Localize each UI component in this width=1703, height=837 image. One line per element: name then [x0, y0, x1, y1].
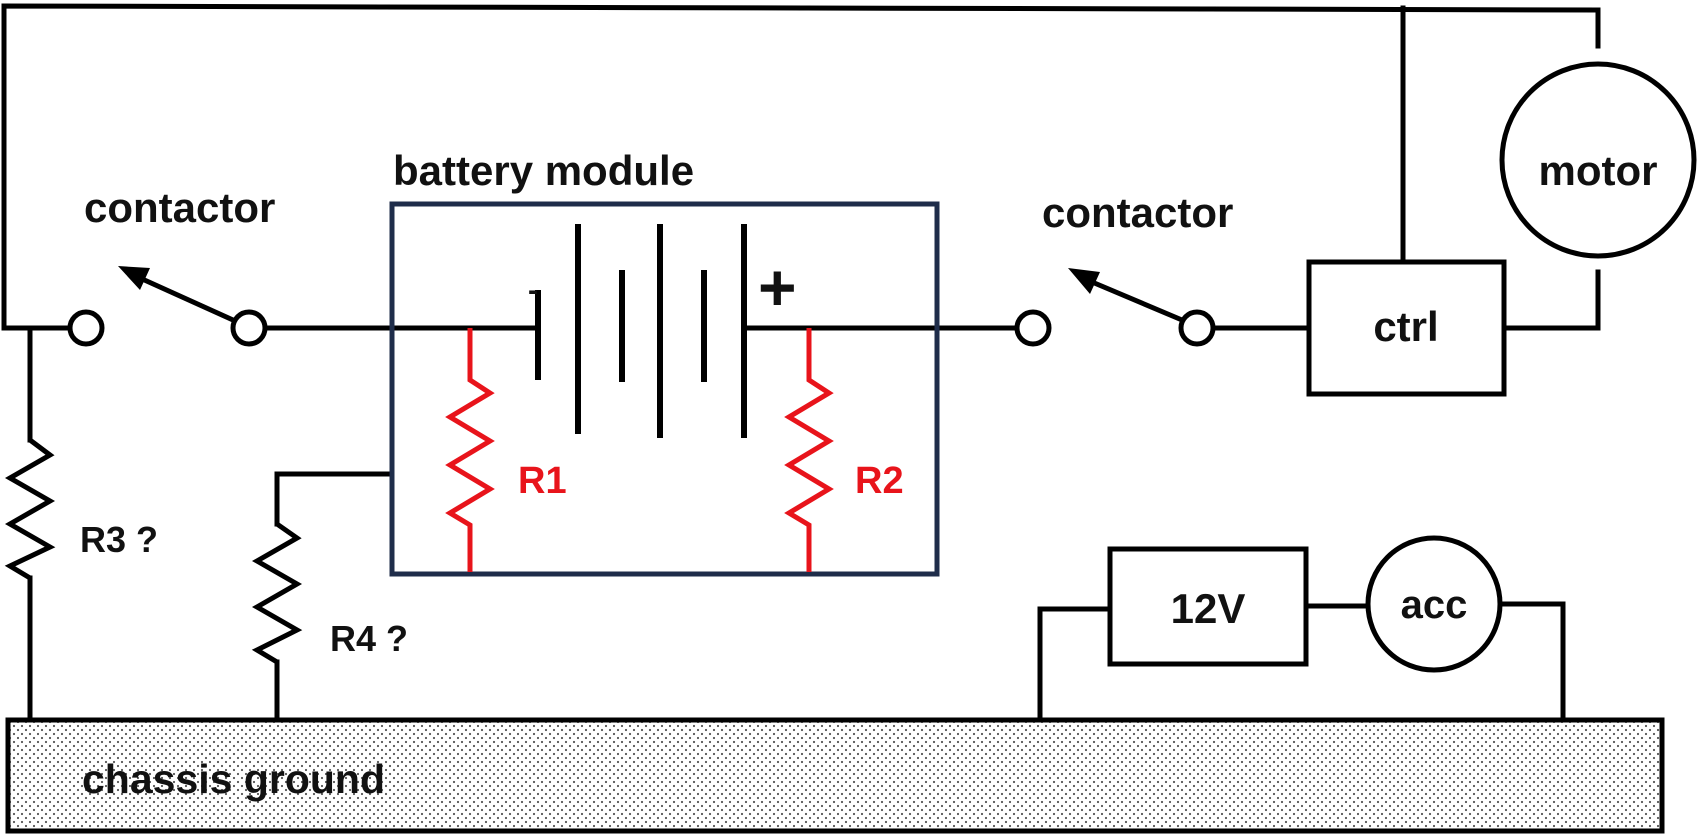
- contactor-right-arm: [1091, 279, 1183, 323]
- r4-label: R4 ?: [330, 618, 408, 659]
- motor-label: motor: [1539, 147, 1658, 194]
- battery-minus-sign: -: [528, 274, 538, 307]
- contactor-left-terminal-a: [67, 309, 105, 347]
- contactor-left-arrowhead: [118, 266, 150, 290]
- contactor-left: [67, 266, 268, 347]
- contactor-right-arrowhead: [1068, 268, 1100, 294]
- contactor-right-terminal-b: [1178, 309, 1216, 347]
- aux-battery-box: [1107, 546, 1309, 667]
- battery-plus-sign: +: [758, 250, 797, 324]
- contactor-left-arm: [138, 275, 235, 323]
- top-return-wire: [1, 3, 1601, 331]
- r2-label: R2: [855, 460, 904, 502]
- contactor-left-label: contactor: [84, 184, 275, 231]
- resistor-r3: [4, 438, 56, 581]
- resistor-r1: [445, 328, 495, 572]
- motor-circle: [1499, 61, 1697, 259]
- accessory-label: acc: [1401, 583, 1468, 627]
- r3-label: R3 ?: [80, 519, 158, 560]
- aux-battery-label: 12V: [1171, 585, 1246, 632]
- contactor-right-label: contactor: [1042, 189, 1233, 236]
- battery-cells: [535, 224, 747, 438]
- resistor-r4: [251, 521, 303, 665]
- controller-label: ctrl: [1373, 303, 1438, 350]
- chassis-ground-label: chassis ground: [82, 756, 385, 802]
- resistor-r2: [784, 328, 834, 572]
- r4-top-lead: [274, 471, 395, 527]
- accessory-circle: [1365, 535, 1503, 673]
- chassis-ground-bar: [5, 717, 1665, 834]
- battery-module-title: battery module: [393, 147, 694, 194]
- wire-ground-to-12v: [1037, 606, 1113, 723]
- controller-box: [1306, 259, 1507, 397]
- contactor-left-terminal-b: [230, 309, 268, 347]
- wiring: [1, 3, 1601, 723]
- r1-label: R1: [518, 460, 567, 502]
- contactor-right: [1014, 268, 1216, 347]
- battery-module-box: [389, 201, 940, 577]
- contactor-right-terminal-a: [1014, 309, 1052, 347]
- wire-acc-to-ground: [1497, 601, 1566, 723]
